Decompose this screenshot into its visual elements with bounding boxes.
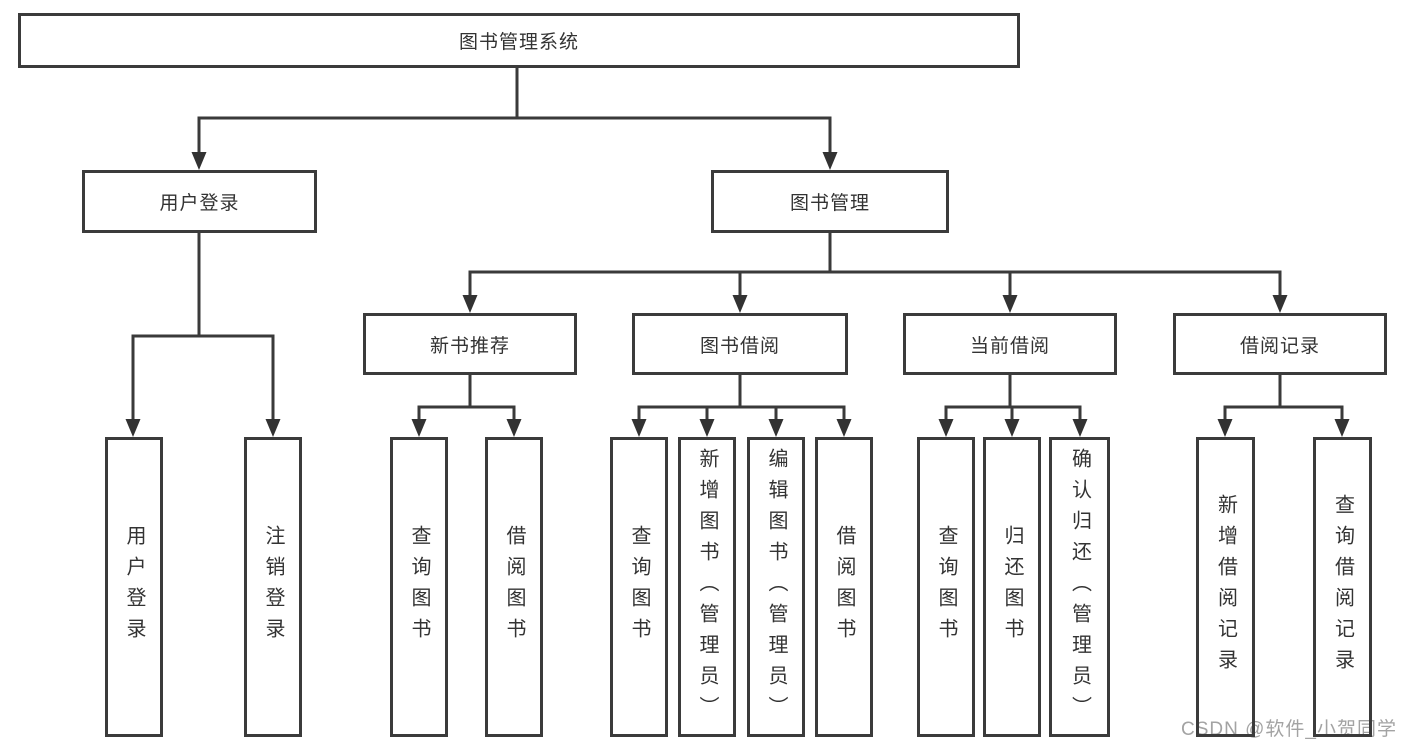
leaf-user-login: 用户登录 <box>105 437 163 737</box>
leaf-query-book-2: 查询图书 <box>610 437 668 737</box>
node-user-login: 用户登录 <box>82 170 317 233</box>
node-current-borrow: 当前借阅 <box>903 313 1117 375</box>
node-library-management-system: 图书管理系统 <box>18 13 1020 68</box>
leaf-query-book-3: 查询图书 <box>917 437 975 737</box>
node-book-borrow: 图书借阅 <box>632 313 848 375</box>
node-new-book-recommend: 新书推荐 <box>363 313 577 375</box>
leaf-confirm-return-admin: 确认归还（管理员） <box>1049 437 1110 737</box>
leaf-add-borrow-record: 新增借阅记录 <box>1196 437 1255 737</box>
leaf-add-book-admin: 新增图书（管理员） <box>678 437 736 737</box>
leaf-query-borrow-record: 查询借阅记录 <box>1313 437 1372 737</box>
leaf-borrow-book-2: 借阅图书 <box>815 437 873 737</box>
node-book-management: 图书管理 <box>711 170 949 233</box>
leaf-edit-book-admin: 编辑图书（管理员） <box>747 437 805 737</box>
leaf-query-book-1: 查询图书 <box>390 437 448 737</box>
leaf-logout-login: 注销登录 <box>244 437 302 737</box>
node-borrow-records: 借阅记录 <box>1173 313 1387 375</box>
leaf-borrow-book-1: 借阅图书 <box>485 437 543 737</box>
leaf-return-book: 归还图书 <box>983 437 1041 737</box>
